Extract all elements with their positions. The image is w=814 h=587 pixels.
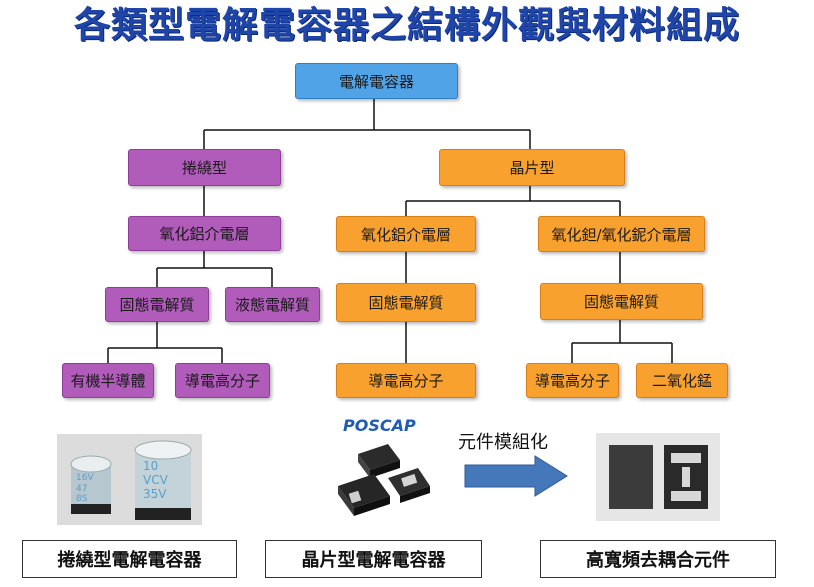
wound-capacitor-photo: 16V 47 8S 10 VCV 35V xyxy=(57,434,202,525)
node-chip-ta-solid: 固態電解質 xyxy=(540,283,703,320)
node-wound-organic: 有機半導體 xyxy=(62,363,154,398)
connector-wound-electrolytes xyxy=(156,251,273,287)
connector-root xyxy=(203,99,531,149)
connector-chip-ta xyxy=(571,252,673,363)
node-wound-solid: 固態電解質 xyxy=(105,287,209,322)
node-wound-polymer: 導電高分子 xyxy=(175,363,270,398)
page-title: 各類型電解電容器之結構外觀與材料組成 xyxy=(73,4,740,46)
cap2-line3: 35V xyxy=(143,487,167,501)
connector-chip xyxy=(405,186,621,216)
cap2-line1: 10 xyxy=(143,459,158,473)
connector-wound-solid xyxy=(107,322,223,363)
node-chip-al-polymer: 導電高分子 xyxy=(336,363,476,398)
cap2-line2: VCV xyxy=(143,473,169,487)
module-arrow xyxy=(464,455,568,497)
caption-wound: 捲繞型電解電容器 xyxy=(22,540,237,578)
caption-chip: 晶片型電解電容器 xyxy=(265,540,482,578)
cap1-line1: 16V xyxy=(76,473,94,483)
cap1-line2: 47 xyxy=(76,484,87,494)
node-chip-ta-dielectric: 氧化鉭/氧化鈮介電層 xyxy=(538,216,705,252)
node-wound-liquid: 液態電解質 xyxy=(225,287,320,322)
node-root: 電解電容器 xyxy=(295,63,458,99)
node-chip: 晶片型 xyxy=(439,149,625,186)
node-chip-al-solid: 固態電解質 xyxy=(336,283,476,322)
decoupling-component-photo xyxy=(596,433,720,521)
node-chip-al-dielectric: 氧化鋁介電層 xyxy=(336,216,476,252)
module-label: 元件模組化 xyxy=(458,432,548,453)
decoupling-component-illustration xyxy=(609,445,708,509)
node-wound-dielectric: 氧化鋁介電層 xyxy=(128,216,281,251)
cap1-line3: 8S xyxy=(76,494,88,504)
chip-capacitor-illustration xyxy=(338,444,430,516)
node-chip-ta-mno2: 二氧化錳 xyxy=(636,363,728,398)
node-chip-ta-polymer: 導電高分子 xyxy=(526,363,619,398)
poscap-logo: POSCAP xyxy=(343,416,416,435)
caption-decoupling: 高寬頻去耦合元件 xyxy=(540,540,776,578)
capacitor-illustration: 16V 47 8S 10 VCV 35V xyxy=(57,434,202,525)
node-wound: 捲繞型 xyxy=(128,149,281,186)
